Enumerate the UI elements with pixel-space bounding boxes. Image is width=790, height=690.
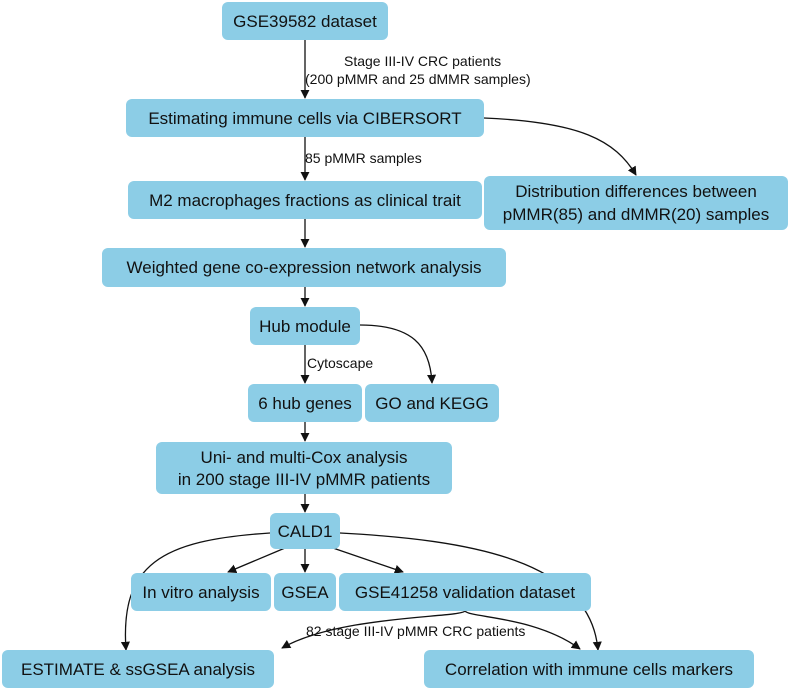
node-gse39582: GSE39582 dataset: [222, 2, 388, 40]
svg-text:GSE41258 validation dataset: GSE41258 validation dataset: [355, 583, 575, 602]
edge-label-stage-patients-line2: (200 pMMR and 25 dMMR samples): [305, 71, 531, 87]
svg-text:GO and KEGG: GO and KEGG: [375, 394, 488, 413]
edge-hubmodule-to-gokegg: [359, 324, 437, 384]
svg-text:in 200 stage III-IV pMMR patie: in 200 stage III-IV pMMR patients: [178, 470, 430, 489]
node-m2-macrophages: M2 macrophages fractions as clinical tra…: [128, 181, 482, 219]
edge-cald1-to-invitro: [227, 547, 286, 574]
node-distribution: Distribution differences between pMMR(85…: [484, 176, 788, 230]
svg-text:6 hub genes: 6 hub genes: [258, 394, 352, 413]
svg-text:CALD1: CALD1: [278, 522, 333, 541]
svg-text:Weighted gene co-expression ne: Weighted gene co-expression network anal…: [127, 258, 482, 277]
node-cibersort: Estimating immune cells via CIBERSORT: [126, 99, 484, 137]
node-cox-analysis: Uni- and multi-Cox analysis in 200 stage…: [156, 442, 452, 494]
svg-text:Distribution differences betwe: Distribution differences between: [515, 182, 757, 201]
node-go-kegg: GO and KEGG: [365, 384, 499, 422]
edge-label-pmmr85: 85 pMMR samples: [305, 150, 422, 166]
svg-text:Uni- and multi-Cox analysis: Uni- and multi-Cox analysis: [201, 448, 408, 467]
node-estimate: ESTIMATE & ssGSEA analysis: [2, 650, 274, 688]
edge-cald1-to-estimate: [120, 532, 271, 651]
node-hub-genes: 6 hub genes: [248, 384, 362, 422]
svg-text:ESTIMATE & ssGSEA analysis: ESTIMATE & ssGSEA analysis: [21, 660, 255, 679]
edges: [120, 40, 637, 651]
node-hub-module: Hub module: [250, 307, 360, 345]
edge-label-validation-patients: 82 stage III-IV pMMR CRC patients: [306, 623, 525, 639]
svg-text:In vitro analysis: In vitro analysis: [142, 583, 259, 602]
edge-gse41258-to-estimate: [281, 610, 466, 649]
svg-text:pMMR(85) and dMMR(20) samples: pMMR(85) and dMMR(20) samples: [503, 205, 769, 224]
svg-text:Hub module: Hub module: [259, 317, 351, 336]
edge-gse41258-to-correlation: [464, 610, 581, 650]
svg-text:M2 macrophages fractions as cl: M2 macrophages fractions as clinical tra…: [149, 191, 461, 210]
node-cald1: CALD1: [270, 513, 340, 549]
svg-text:Correlation with immune cells: Correlation with immune cells markers: [445, 660, 733, 679]
edge-cibersort-to-distribution: [483, 117, 637, 176]
node-in-vitro: In vitro analysis: [131, 573, 271, 611]
svg-text:GSEA: GSEA: [281, 583, 329, 602]
svg-text:GSE39582 dataset: GSE39582 dataset: [233, 12, 377, 31]
edge-cald1-to-gse41258: [329, 546, 404, 574]
node-wgcna: Weighted gene co-expression network anal…: [102, 248, 506, 287]
edge-label-stage-patients-line1: Stage III-IV CRC patients: [344, 53, 501, 69]
node-gsea: GSEA: [274, 573, 336, 611]
edge-labels: Stage III-IV CRC patients (200 pMMR and …: [305, 53, 531, 639]
svg-text:Estimating immune cells via CI: Estimating immune cells via CIBERSORT: [148, 109, 461, 128]
node-correlation: Correlation with immune cells markers: [424, 650, 754, 688]
edge-label-cytoscape: Cytoscape: [307, 355, 373, 371]
node-gse41258: GSE41258 validation dataset: [339, 573, 591, 611]
edge-cald1-to-correlation: [339, 532, 602, 651]
